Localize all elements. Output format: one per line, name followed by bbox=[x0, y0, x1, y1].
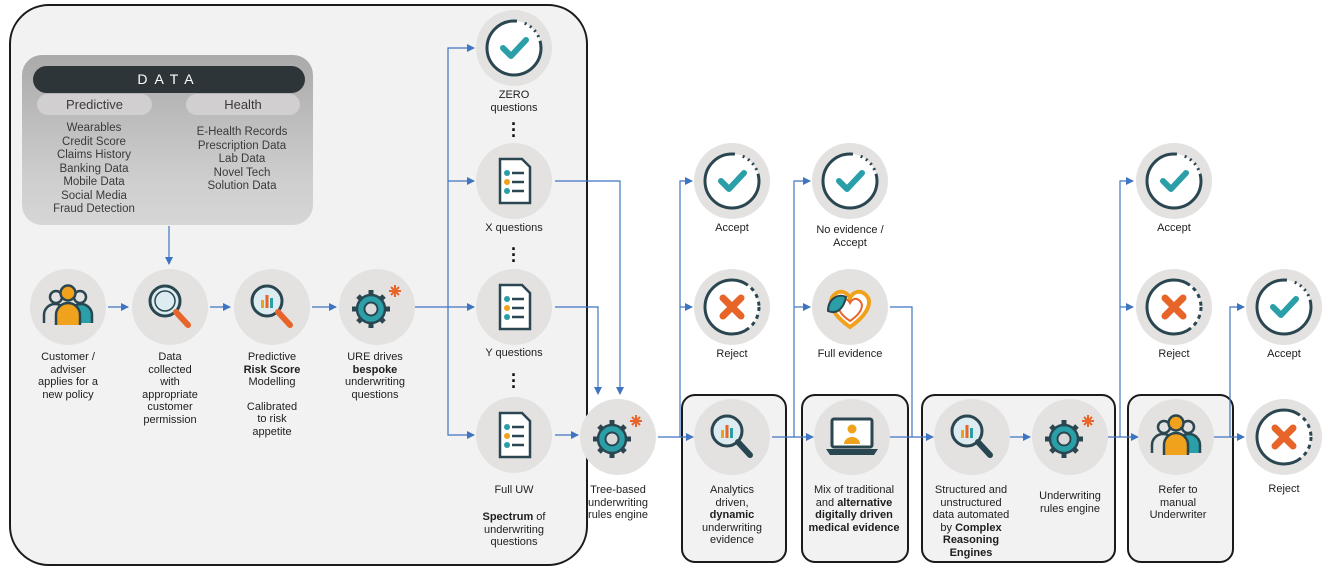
no-evidence-node bbox=[812, 143, 888, 219]
reject-node-final bbox=[1246, 399, 1322, 475]
accept-node-1 bbox=[694, 143, 770, 219]
uw-engine-node bbox=[1032, 399, 1108, 475]
reject-label-final: Reject bbox=[1268, 483, 1300, 495]
checklist-icon bbox=[498, 411, 532, 459]
health-data-list: E-Health Records Prescription Data Lab D… bbox=[196, 126, 288, 192]
analytics-node bbox=[694, 399, 770, 475]
accept-node-3 bbox=[1136, 143, 1212, 219]
ellipsis-2: ··· bbox=[511, 239, 517, 271]
predictive-data-list: Wearables Credit Score Claims History Ba… bbox=[53, 122, 135, 215]
full-evidence-node bbox=[812, 269, 888, 345]
data-collected-node bbox=[132, 269, 208, 345]
customer-label: Customer / adviser applies for a new pol… bbox=[38, 351, 98, 401]
refer-node bbox=[1138, 399, 1214, 475]
cross-circle-icon bbox=[1255, 408, 1313, 466]
accept-label-1: Accept bbox=[715, 222, 749, 234]
checklist-icon bbox=[498, 157, 532, 205]
data-title: DATA bbox=[33, 66, 305, 93]
reject-node-1 bbox=[694, 269, 770, 345]
x-questions-node bbox=[476, 143, 552, 219]
analytics-label: Analytics driven, dynamic underwriting e… bbox=[702, 484, 762, 546]
people-group-icon bbox=[1150, 414, 1202, 455]
gear-icon bbox=[1045, 415, 1094, 458]
laptop-doctor-icon bbox=[826, 417, 878, 455]
check-circle-icon bbox=[1145, 152, 1203, 210]
refer-label: Refer to manual Underwriter bbox=[1149, 484, 1207, 521]
health-label: Health bbox=[186, 94, 300, 115]
gear-icon bbox=[593, 415, 642, 458]
accept-label-final: Accept bbox=[1267, 348, 1301, 360]
chart-magnifier-icon bbox=[250, 284, 293, 328]
accept-label-3: Accept bbox=[1157, 222, 1191, 234]
spectrum-label: Spectrum of underwriting questions bbox=[482, 511, 546, 548]
y-questions-node bbox=[476, 269, 552, 345]
data-collected-label: Data collected with appropriate customer… bbox=[142, 351, 198, 426]
accept-node-final bbox=[1246, 269, 1322, 345]
zero-questions-label: ZERO questions bbox=[490, 89, 538, 114]
ellipsis-1: ··· bbox=[511, 114, 517, 146]
gear-icon bbox=[352, 285, 401, 328]
risk-score-node bbox=[234, 269, 310, 345]
predictive-label: Predictive bbox=[37, 94, 152, 115]
uw-engine-label: Underwriting rules engine bbox=[1039, 490, 1101, 515]
people-group-icon bbox=[42, 284, 94, 325]
tree-engine-label: Tree-based underwriting rules engine bbox=[588, 484, 648, 521]
customer-node bbox=[30, 269, 106, 345]
ure-label: URE drives bespoke underwriting question… bbox=[345, 351, 405, 401]
heart-leaf-icon bbox=[826, 289, 871, 330]
check-circle-icon bbox=[1255, 278, 1313, 336]
structured-data-label: Structured and unstructured data automat… bbox=[932, 484, 1010, 559]
checklist-icon bbox=[498, 283, 532, 331]
x-questions-label: X questions bbox=[485, 222, 543, 234]
reject-label-3: Reject bbox=[1158, 348, 1190, 360]
structured-data-node bbox=[934, 399, 1010, 475]
check-circle-icon bbox=[821, 152, 879, 210]
magnifier-icon bbox=[148, 284, 191, 328]
cross-circle-icon bbox=[703, 278, 761, 336]
full-evidence-label: Full evidence bbox=[817, 348, 883, 360]
risk-score-label: Predictive Risk Score Modelling Calibrat… bbox=[243, 351, 301, 438]
ellipsis-3: ··· bbox=[511, 365, 517, 397]
y-questions-label: Y questions bbox=[485, 347, 543, 359]
chart-magnifier-icon bbox=[710, 414, 753, 458]
reject-node-3 bbox=[1136, 269, 1212, 345]
no-evidence-label: No evidence / Accept bbox=[816, 224, 884, 249]
check-circle-icon bbox=[703, 152, 761, 210]
cross-circle-icon bbox=[1145, 278, 1203, 336]
full-uw-node bbox=[476, 397, 552, 473]
mix-evidence-node bbox=[814, 399, 890, 475]
mix-evidence-label: Mix of traditional and alternative digit… bbox=[808, 484, 900, 534]
full-uw-label: Full UW bbox=[494, 484, 534, 496]
tree-engine-node bbox=[580, 399, 656, 475]
check-circle-icon bbox=[485, 19, 543, 77]
chart-magnifier-icon bbox=[950, 414, 993, 458]
ure-node bbox=[339, 269, 415, 345]
zero-questions-node bbox=[476, 10, 552, 86]
reject-label-1: Reject bbox=[716, 348, 748, 360]
